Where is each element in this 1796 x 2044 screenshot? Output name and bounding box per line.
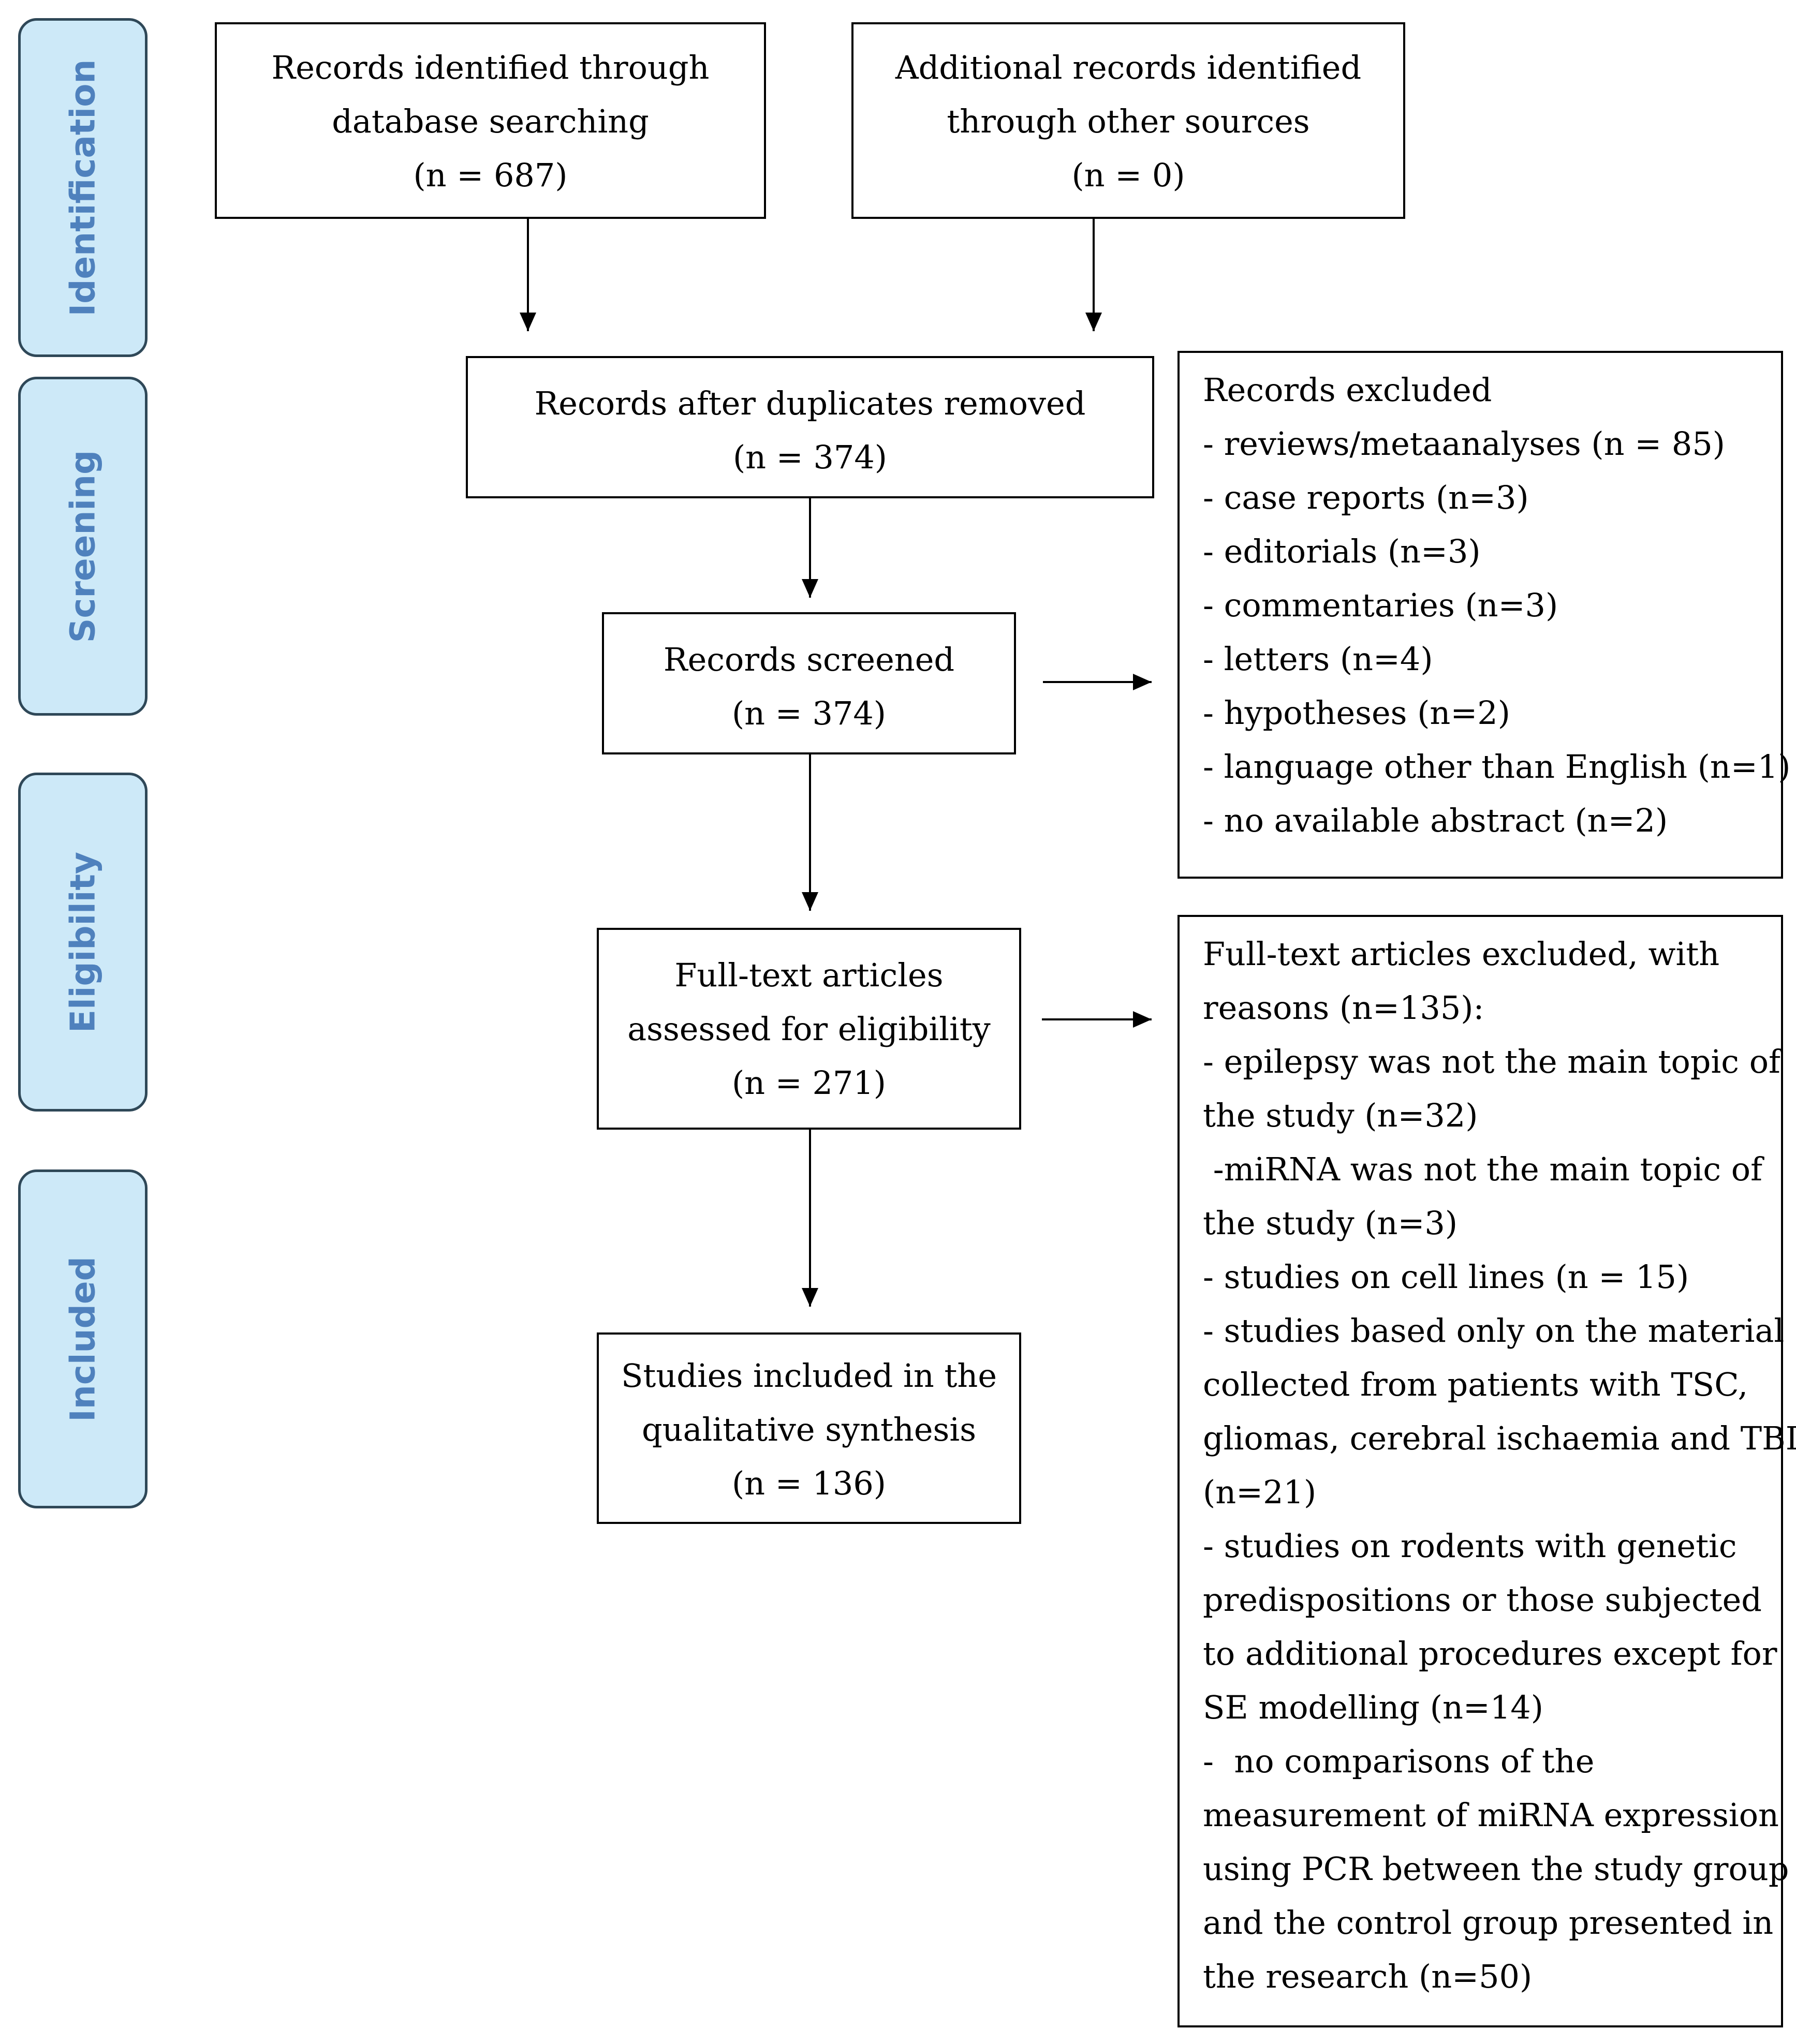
studies-included-line-2: qualitative synthesis [641, 1411, 977, 1448]
duplicates-removed-label: Records after duplicates removed [534, 384, 1086, 422]
stage-eligibility: Eligibility [18, 773, 148, 1112]
fulltext-excluded-box: Full-text articles excluded, with reason… [1177, 915, 1796, 2027]
fulltext-excluded-item: - studies on cell lines (n = 15) [1203, 1258, 1689, 1296]
fulltext-excluded-item: -miRNA was not the main topic of [1203, 1150, 1763, 1188]
fulltext-excluded-item: using PCR between the study group [1203, 1850, 1789, 1888]
fulltext-excluded-item: SE modelling (n=14) [1203, 1688, 1543, 1726]
fulltext-excluded-item: the research (n=50) [1203, 1958, 1533, 1995]
records-screened-label: Records screened [663, 641, 955, 678]
fulltext-assessed-line-2: assessed for eligibility [627, 1010, 991, 1048]
fulltext-excluded-item: the study (n=32) [1203, 1097, 1478, 1134]
database-records-line-2: database searching [332, 102, 649, 140]
duplicates-removed-box: Records after duplicates removed (n = 37… [466, 356, 1154, 498]
fulltext-excluded-item: measurement of miRNA expression [1203, 1796, 1779, 1834]
fulltext-excluded-item: predispositions or those subjected [1203, 1581, 1762, 1619]
other-sources-box: Additional records identified through ot… [851, 22, 1405, 219]
fulltext-excluded-item: gliomas, cerebral ischaemia and TBI [1203, 1419, 1796, 1457]
other-sources-count: (n = 0) [1071, 156, 1185, 194]
excluded-item: - case reports (n=3) [1203, 479, 1529, 516]
fulltext-assessed-line-1: Full-text articles [674, 956, 944, 994]
fulltext-excluded-item: - studies on rodents with genetic [1203, 1527, 1737, 1565]
fulltext-assessed-count: (n = 271) [731, 1064, 886, 1102]
excluded-item: - commentaries (n=3) [1203, 586, 1558, 624]
other-sources-line-2: through other sources [947, 102, 1310, 140]
excluded-item: - letters (n=4) [1203, 640, 1433, 678]
excluded-item: - editorials (n=3) [1203, 532, 1481, 570]
stage-included: Included [18, 1169, 148, 1508]
other-sources-line-1: Additional records identified [895, 49, 1362, 86]
records-excluded-title: Records excluded [1203, 371, 1492, 409]
stage-screening: Screening [18, 377, 148, 716]
fulltext-excluded-item: the study (n=3) [1203, 1204, 1458, 1242]
studies-included-line-1: Studies included in the [621, 1357, 997, 1395]
studies-included-box: Studies included in the qualitative synt… [597, 1332, 1021, 1524]
duplicates-removed-count: (n = 374) [732, 438, 887, 476]
records-screened-box: Records screened (n = 374) [602, 612, 1016, 754]
fulltext-excluded-item: collected from patients with TSC, [1203, 1366, 1748, 1403]
database-records-line-1: Records identified through [271, 49, 710, 86]
fulltext-excluded-title-2: reasons (n=135): [1203, 989, 1484, 1027]
fulltext-excluded-item: - epilepsy was not the main topic of [1203, 1043, 1780, 1080]
fulltext-assessed-box: Full-text articles assessed for eligibil… [597, 928, 1021, 1130]
fulltext-excluded-item: and the control group presented in [1203, 1904, 1774, 1942]
fulltext-excluded-item: to additional procedures except for [1203, 1635, 1777, 1672]
fulltext-excluded-item: - studies based only on the material [1203, 1312, 1785, 1350]
fulltext-excluded-title-1: Full-text articles excluded, with [1203, 935, 1720, 973]
studies-included-count: (n = 136) [731, 1464, 886, 1502]
database-records-count: (n = 687) [413, 156, 568, 194]
database-records-box: Records identified through database sear… [215, 22, 766, 219]
fulltext-excluded-item: - no comparisons of the [1203, 1742, 1595, 1780]
excluded-item: - no available abstract (n=2) [1203, 802, 1668, 839]
stage-identification: Identification [18, 18, 148, 357]
excluded-item: - reviews/metaanalyses (n = 85) [1203, 425, 1725, 463]
excluded-item: - hypotheses (n=2) [1203, 694, 1510, 732]
records-screened-count: (n = 374) [731, 694, 886, 732]
excluded-item: - language other than English (n=1) [1203, 748, 1791, 786]
records-excluded-box: Records excluded - reviews/metaanalyses … [1177, 351, 1791, 879]
fulltext-excluded-item: (n=21) [1203, 1473, 1317, 1511]
